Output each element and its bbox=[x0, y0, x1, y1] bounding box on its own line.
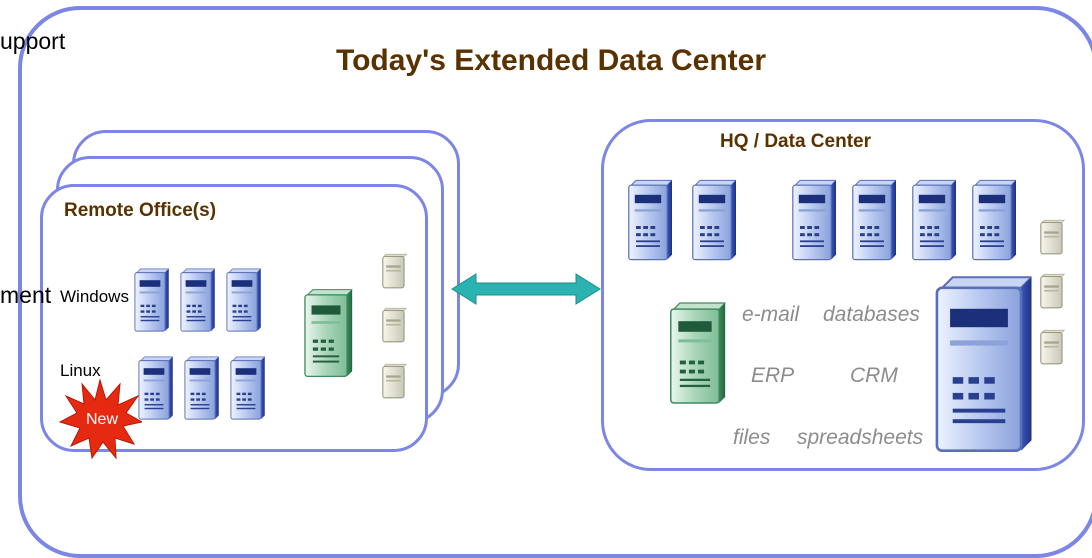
new-badge-label: New bbox=[86, 411, 119, 428]
hq-server-icon bbox=[908, 178, 956, 262]
app-label-email: e-mail bbox=[742, 303, 800, 326]
windows-server-icon bbox=[223, 267, 261, 333]
hq-server-icon bbox=[688, 178, 736, 262]
remote-green-server-icon bbox=[299, 287, 353, 379]
windows-server-icon bbox=[177, 267, 215, 333]
hq-disk-icon bbox=[1038, 218, 1066, 256]
new-badge-starburst-icon bbox=[58, 378, 142, 460]
hq-server-icon bbox=[788, 178, 836, 262]
hq-server-icon bbox=[624, 178, 672, 262]
remote-disk-icon bbox=[380, 362, 408, 400]
hq-server-icon bbox=[848, 178, 896, 262]
windows-server-icon bbox=[131, 267, 169, 333]
hq-large-server-icon bbox=[926, 272, 1032, 456]
main-title: Today's Extended Data Center bbox=[336, 44, 767, 77]
app-label-spreadsheets: spreadsheets bbox=[797, 426, 924, 449]
remote-disk-icon bbox=[380, 306, 408, 344]
os-label-linux: Linux bbox=[60, 361, 101, 380]
bidirectional-arrow-icon bbox=[450, 272, 602, 306]
hq-title: HQ / Data Center bbox=[720, 131, 871, 152]
app-label-erp: ERP bbox=[751, 364, 795, 387]
remote-disk-icon bbox=[380, 252, 408, 290]
app-label-crm: CRM bbox=[850, 364, 898, 387]
linux-server-icon bbox=[181, 355, 219, 421]
hq-disk-icon bbox=[1038, 328, 1066, 366]
cutoff-text-mid: ment bbox=[0, 282, 52, 308]
app-label-databases: databases bbox=[823, 303, 920, 326]
cutoff-text-top: upport bbox=[0, 28, 66, 54]
hq-server-icon bbox=[968, 178, 1016, 262]
remote-office-title: Remote Office(s) bbox=[64, 200, 217, 221]
os-label-windows: Windows bbox=[60, 287, 129, 306]
hq-green-server-icon bbox=[664, 300, 726, 406]
hq-disk-icon bbox=[1038, 272, 1066, 310]
linux-server-icon bbox=[227, 355, 265, 421]
app-label-files: files bbox=[733, 426, 771, 449]
